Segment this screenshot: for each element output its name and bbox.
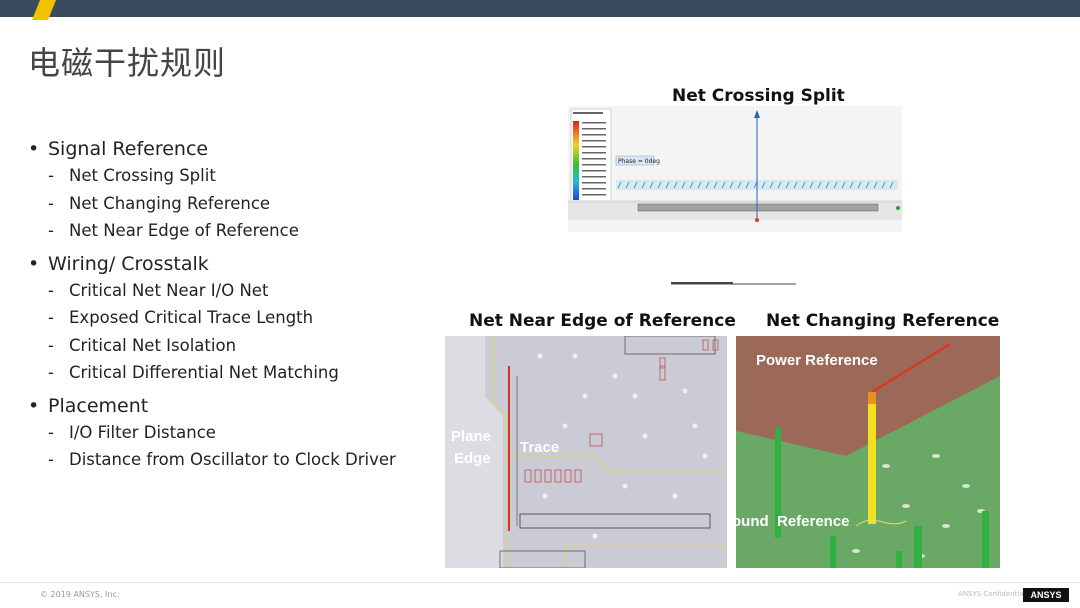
bullet-group-signal-reference: Signal Reference Net Crossing Split Net … <box>28 136 428 245</box>
sub-item: Net Crossing Split <box>28 162 428 190</box>
sub-item: Distance from Oscillator to Clock Driver <box>28 446 428 474</box>
figure-net-crossing-split: Phase = 0deg <box>568 106 902 292</box>
caption-net-crossing-split: Net Crossing Split <box>672 86 845 106</box>
power-reference-label: Power Reference <box>756 352 878 369</box>
sub-item: I/O Filter Distance <box>28 419 428 447</box>
trace-label: Trace <box>520 439 560 456</box>
footer-divider <box>0 582 1080 583</box>
caption-net-changing-reference: Net Changing Reference <box>766 311 1000 331</box>
footer-copyright: © 2019 ANSYS, Inc. <box>40 590 120 599</box>
ground-reference-label: ound Reference <box>736 513 850 530</box>
bullet-group-placement: Placement I/O Filter Distance Distance f… <box>28 393 428 474</box>
sub-item: Net Near Edge of Reference <box>28 217 428 245</box>
sub-item: Exposed Critical Trace Length <box>28 304 428 332</box>
bullet-list: Signal Reference Net Crossing Split Net … <box>28 136 428 480</box>
figure-net-near-edge: Plane Edge Trace <box>445 336 727 568</box>
bullet-item: Wiring/ Crosstalk <box>28 251 428 277</box>
sub-item: Critical Differential Net Matching <box>28 359 428 387</box>
bullet-group-wiring: Wiring/ Crosstalk Critical Net Near I/O … <box>28 251 428 387</box>
bullet-item: Signal Reference <box>28 136 428 162</box>
phase-label: Phase = 0deg <box>618 158 660 165</box>
simulation-image: Phase = 0deg <box>568 106 902 292</box>
sub-item: Net Changing Reference <box>28 190 428 218</box>
layout-image <box>445 336 727 568</box>
plane-label: Plane <box>451 428 492 445</box>
caption-net-near-edge: Net Near Edge of Reference <box>469 311 736 331</box>
slide-title: 电磁干扰规则 <box>28 44 227 82</box>
ansys-logo: ANSYS <box>1023 588 1069 602</box>
top-bar <box>0 0 1080 20</box>
edge-label: Edge <box>454 450 491 467</box>
figure-net-changing-reference: Power Reference ound Reference <box>736 336 1000 568</box>
bullet-item: Placement <box>28 393 428 419</box>
sub-item: Critical Net Near I/O Net <box>28 277 428 305</box>
3d-image <box>736 336 1000 568</box>
sub-item: Critical Net Isolation <box>28 332 428 360</box>
accent-stripe <box>31 0 57 20</box>
footer-confidential: ANSYS Confidential <box>958 590 1026 598</box>
